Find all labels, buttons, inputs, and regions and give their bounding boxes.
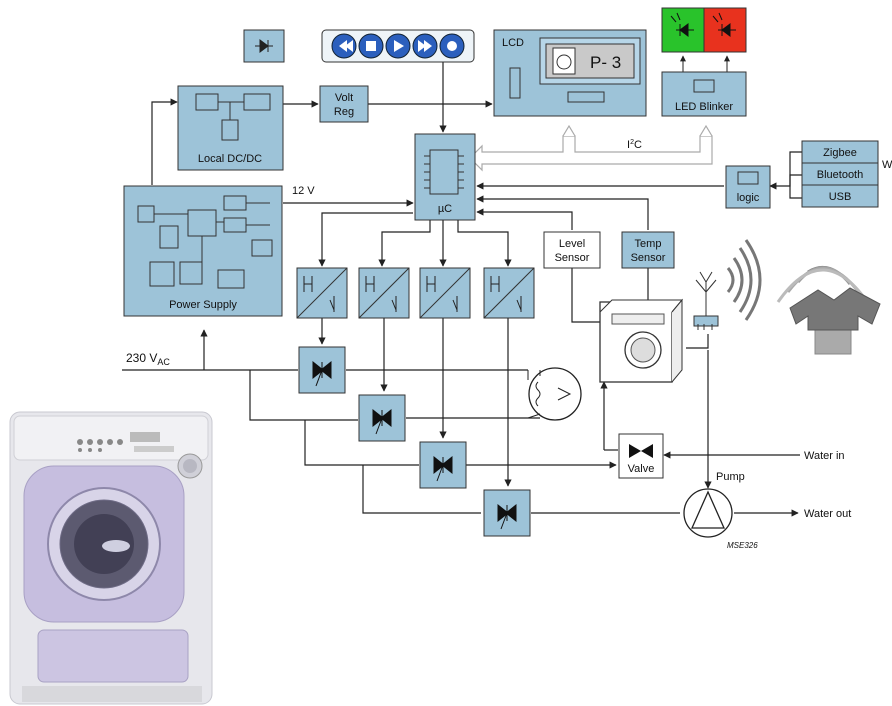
wireless-block: Zigbee Bluetooth USB W bbox=[801, 140, 892, 208]
svg-text:Reg: Reg bbox=[334, 106, 354, 118]
motor-icon bbox=[527, 367, 582, 421]
power-supply-label: Power Supply bbox=[169, 299, 237, 311]
triac-4-icon bbox=[483, 489, 531, 537]
valve-label: Valve bbox=[628, 463, 655, 475]
triac-1-icon bbox=[298, 346, 346, 394]
triac-blocks bbox=[298, 346, 531, 537]
lcd-block: LCD P- 3 bbox=[493, 29, 647, 117]
chip-icon bbox=[567, 91, 605, 103]
figure-code: MSE326 bbox=[727, 541, 758, 550]
temp-sensor-block: Temp Sensor bbox=[621, 231, 675, 269]
keypad bbox=[321, 29, 475, 63]
washer-mini-icon bbox=[552, 47, 576, 75]
laundry-shirt-icon bbox=[776, 266, 881, 355]
driver-2-icon bbox=[358, 267, 410, 319]
led-blinker-label: LED Blinker bbox=[675, 101, 733, 113]
lcd-display-text: P- 3 bbox=[590, 53, 621, 72]
level-sensor-block: Level Sensor bbox=[543, 231, 601, 269]
bluetooth-label: Bluetooth bbox=[817, 169, 863, 181]
svg-text:Temp: Temp bbox=[635, 238, 662, 250]
wireless-waves-icon bbox=[726, 239, 762, 321]
driver-4-icon bbox=[483, 267, 535, 319]
mains-voltage-label: 230 VAC bbox=[126, 351, 170, 367]
washer-outline-icon bbox=[599, 298, 684, 383]
connection-lines bbox=[122, 62, 802, 517]
zigbee-label: Zigbee bbox=[823, 147, 857, 159]
cut-off-label: W bbox=[882, 159, 892, 171]
uc-label: µC bbox=[438, 203, 452, 215]
12v-label: 12 V bbox=[292, 185, 315, 197]
triac-2-icon bbox=[358, 394, 406, 442]
antenna-icon bbox=[693, 271, 719, 330]
svg-text:Volt: Volt bbox=[335, 92, 353, 104]
driver-3-icon bbox=[419, 267, 471, 319]
power-supply-block: Power Supply bbox=[123, 185, 283, 317]
usb-label: USB bbox=[829, 191, 852, 203]
pump-icon bbox=[683, 488, 733, 538]
logic-block: logic bbox=[725, 165, 771, 209]
local-dcdc-block: Local DC/DC bbox=[177, 85, 284, 171]
led-lights bbox=[661, 7, 747, 53]
triac-3-icon bbox=[419, 441, 467, 489]
pump-label: Pump bbox=[716, 471, 745, 483]
i2c-label: I2C bbox=[627, 139, 642, 151]
lcd-label: LCD bbox=[502, 37, 524, 49]
water-out-label: Water out bbox=[804, 508, 851, 520]
chip-icon bbox=[509, 67, 521, 99]
i2c-bus bbox=[469, 124, 713, 172]
microcontroller-block: µC bbox=[414, 133, 476, 221]
led-blinker-block: LED Blinker bbox=[661, 71, 747, 117]
volt-reg-block: Volt Reg bbox=[319, 85, 369, 123]
svg-text:Level: Level bbox=[559, 238, 585, 250]
svg-text:Sensor: Sensor bbox=[555, 252, 590, 264]
washing-machine-photo bbox=[9, 411, 213, 705]
valve-block: Valve bbox=[618, 433, 664, 479]
svg-text:Sensor: Sensor bbox=[631, 252, 666, 264]
local-dcdc-label: Local DC/DC bbox=[198, 153, 262, 165]
logic-label: logic bbox=[737, 192, 760, 204]
driver-blocks bbox=[296, 267, 535, 319]
driver-1-icon bbox=[296, 267, 348, 319]
water-in-label: Water in bbox=[804, 450, 845, 462]
diode-block bbox=[243, 29, 285, 63]
